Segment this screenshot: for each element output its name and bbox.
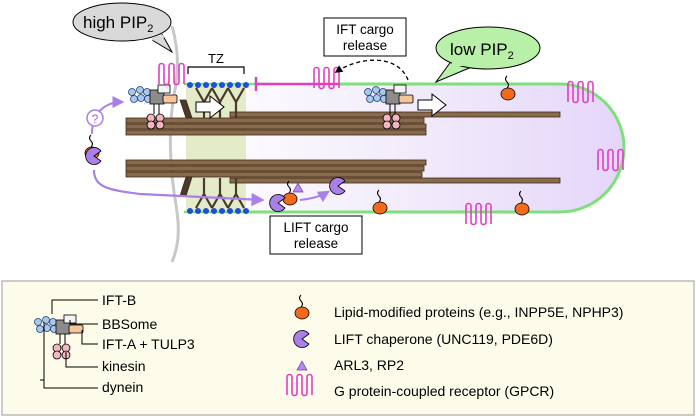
legend-box xyxy=(1,280,695,416)
gpcr-tz-top xyxy=(158,62,185,86)
lift-cargo-release-box: LIFT cargo release xyxy=(269,215,363,255)
lift-release-arrow xyxy=(299,190,331,203)
tz-bracket xyxy=(187,66,245,74)
low-pip2-bubble: low PIP2 xyxy=(434,26,541,84)
legend-arl3-label: ARL3, RP2 xyxy=(334,357,404,373)
lift-transport-arrow xyxy=(92,169,265,207)
cilium-diagram: TZ ? xyxy=(72,2,626,263)
legend-complex-leaders xyxy=(40,299,98,389)
legend-gpcr-label: G protein-coupled receptor (GPCR) xyxy=(334,383,554,399)
svg-text:release: release xyxy=(294,236,338,251)
ift-cargo-release-arrow xyxy=(334,59,409,81)
high-pip2-text: high PIP xyxy=(83,13,147,32)
svg-text:LIFT cargo: LIFT cargo xyxy=(283,220,348,235)
legend-dynein: dynein xyxy=(102,379,143,395)
lift-chaperone-cytoplasm xyxy=(85,147,102,165)
svg-text:high PIP2: high PIP2 xyxy=(83,13,153,35)
legend-ift-a-tulp3: IFT-A + TULP3 xyxy=(102,336,195,352)
ciliary-membrane-green xyxy=(246,82,626,214)
arl3-icon xyxy=(296,360,308,371)
plasma-membrane xyxy=(168,25,180,263)
legend-bbsome: BBSome xyxy=(102,316,157,332)
low-pip2-text: low PIP xyxy=(450,40,508,59)
legend-lipid-label: Lipid-modified proteins (e.g., INPP5E, N… xyxy=(334,304,623,320)
legend: IFT-B BBSome IFT-A + TULP3 kinesin dynei… xyxy=(1,280,695,416)
svg-text:IFT cargo: IFT cargo xyxy=(336,22,394,37)
svg-text:low PIP2: low PIP2 xyxy=(450,40,514,62)
high-pip2-sub: 2 xyxy=(147,23,153,35)
legend-kinesin: kinesin xyxy=(102,358,146,374)
arl3-triangle-cilium xyxy=(292,182,304,193)
unknown-factor xyxy=(86,109,104,127)
legend-lift-label: LIFT chaperone (UNC119, PDE6D) xyxy=(334,331,553,347)
legend-ift-b: IFT-B xyxy=(102,292,136,308)
tz-beads xyxy=(187,82,249,214)
question-mark: ? xyxy=(92,112,99,126)
low-pip2-sub: 2 xyxy=(508,50,514,62)
anterograde-arrow-2 xyxy=(417,92,447,118)
entry-path-arrow xyxy=(91,96,125,135)
high-pip2-bubble: high PIP2 xyxy=(72,2,174,54)
tz-label: TZ xyxy=(208,51,224,66)
ift-cargo-release-box: IFT cargo release xyxy=(323,17,407,57)
anterograde-arrow-1 xyxy=(195,94,225,120)
svg-text:release: release xyxy=(343,38,387,53)
